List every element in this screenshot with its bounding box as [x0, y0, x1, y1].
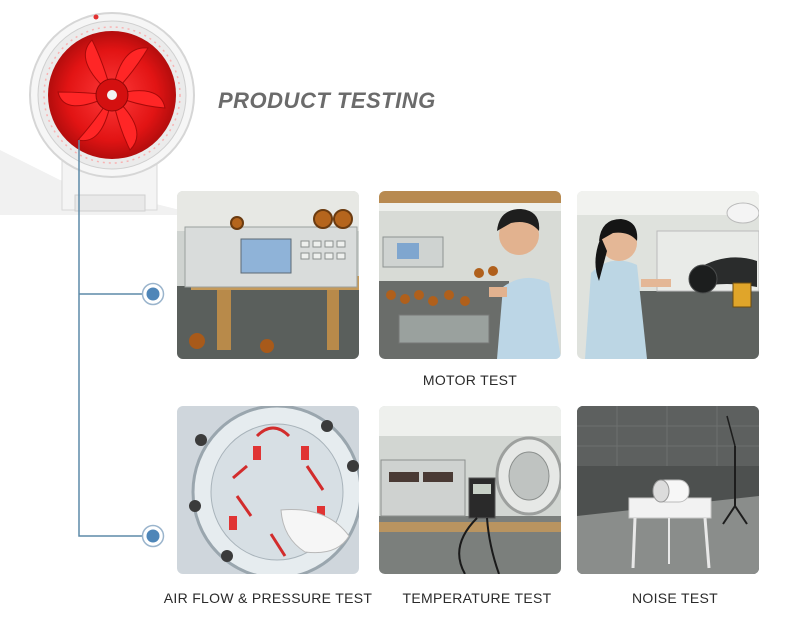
connector-node-motor	[141, 282, 165, 306]
caption-temperature-test: TEMPERATURE TEST	[402, 590, 552, 606]
photo-temperature-test	[379, 406, 561, 574]
connector-node-tests	[141, 524, 165, 548]
caption-airflow-pressure-test: AIR FLOW & PRESSURE TEST	[163, 590, 373, 606]
photo-noise-test-room	[577, 406, 759, 574]
timeline-connector	[78, 140, 165, 548]
photo-motor-test-technician	[379, 191, 561, 359]
page-title: PRODUCT TESTING	[218, 88, 436, 113]
caption-motor-test: MOTOR TEST	[422, 372, 518, 388]
photo-impedance-tester	[177, 191, 359, 359]
inline-fan-product-image	[0, 12, 200, 215]
photo-airflow-pressure-chamber	[177, 406, 359, 574]
caption-noise-test: NOISE TEST	[632, 590, 718, 606]
photo-fan-multimeter-test	[577, 191, 759, 359]
